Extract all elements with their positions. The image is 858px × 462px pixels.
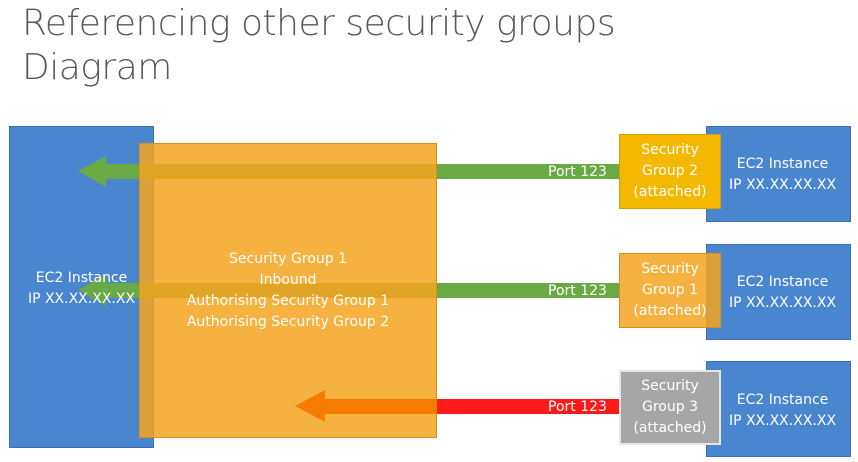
page-title: Referencing other security groups Diagra… <box>22 2 802 90</box>
sg-main-rule-1: Authorising Security Group 1 <box>186 293 390 309</box>
ec2-instance-right-2-ip: IP XX.XX.XX.XX <box>728 295 837 311</box>
ec2-instance-right-2 <box>706 244 851 340</box>
sg-main-rule-2: Authorising Security Group 2 <box>186 314 390 330</box>
security-group-1-label: Security Group 1 Inbound Authorising Sec… <box>139 249 437 333</box>
ec2-instance-right-2-name: EC2 Instance <box>736 274 829 290</box>
ec2-instance-right-2-label: EC2 Instance IP XX.XX.XX.XX <box>720 272 845 314</box>
sg-3-line-3: (attached) <box>633 420 707 436</box>
arrow-row-3 <box>295 390 620 422</box>
ec2-instance-right-3-label: EC2 Instance IP XX.XX.XX.XX <box>720 390 845 432</box>
sg-1-line-3: (attached) <box>633 303 707 319</box>
security-group-1-attached: Security Group 1 (attached) <box>619 253 721 328</box>
sg-3-line-1: Security <box>641 378 699 394</box>
ec2-instance-left-name: EC2 Instance <box>35 270 128 286</box>
port-label-row-2: Port 123 <box>548 283 607 299</box>
sg-main-inbound: Inbound <box>259 272 317 288</box>
title-line-1: Referencing other security groups <box>22 3 616 44</box>
ec2-instance-right-3-name: EC2 Instance <box>736 392 829 408</box>
ec2-instance-right-3 <box>706 361 851 457</box>
security-group-3-attached: Security Group 3 (attached) <box>619 370 721 445</box>
ec2-instance-right-1-ip: IP XX.XX.XX.XX <box>728 177 837 193</box>
ec2-instance-right-1 <box>706 126 851 222</box>
security-group-2-attached: Security Group 2 (attached) <box>619 134 721 209</box>
title-line-2: Diagram <box>22 47 172 88</box>
ec2-instance-right-1-name: EC2 Instance <box>736 156 829 172</box>
sg-2-line-3: (attached) <box>633 184 707 200</box>
port-label-row-3: Port 123 <box>548 399 607 415</box>
ec2-instance-left-ip: IP XX.XX.XX.XX <box>27 291 136 307</box>
ec2-instance-right-1-label: EC2 Instance IP XX.XX.XX.XX <box>720 154 845 196</box>
sg-3-line-2: Group 3 <box>642 399 698 415</box>
sg-main-title: Security Group 1 <box>229 251 347 267</box>
sg-2-line-1: Security <box>641 142 699 158</box>
port-label-row-1: Port 123 <box>548 164 607 180</box>
sg-1-line-2: Group 1 <box>642 282 698 298</box>
sg-2-line-2: Group 2 <box>642 163 698 179</box>
ec2-instance-right-3-ip: IP XX.XX.XX.XX <box>728 413 837 429</box>
sg-1-line-1: Security <box>641 261 699 277</box>
security-group-1-main <box>139 143 437 438</box>
ec2-instance-left-label: EC2 Instance IP XX.XX.XX.XX <box>9 268 154 310</box>
